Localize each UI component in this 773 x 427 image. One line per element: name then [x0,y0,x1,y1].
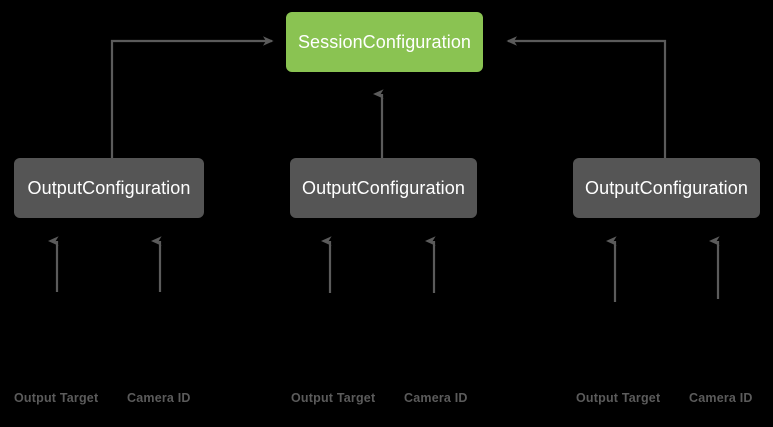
leaf-label-camera-id-right: Camera ID [689,391,753,405]
leaf-label-camera-id-left: Camera ID [127,391,191,405]
node-output-configuration-left-label: OutputConfiguration [27,177,191,198]
node-session-configuration[interactable]: SessionConfiguration [286,12,483,72]
node-output-configuration-right[interactable]: OutputConfiguration [573,158,760,218]
edge-right-output-to-session [506,36,667,158]
leaf-label-camera-id-middle: Camera ID [404,391,468,405]
node-output-configuration-right-label: OutputConfiguration [584,177,748,198]
node-output-configuration-middle-label: OutputConfiguration [301,177,465,198]
node-output-configuration-left[interactable]: OutputConfiguration [14,158,204,218]
edge-left-output-to-session [110,36,274,158]
leaf-label-output-target-left: Output Target [14,391,99,405]
node-output-configuration-middle[interactable]: OutputConfiguration [290,158,477,218]
leaf-label-output-target-middle: Output Target [291,391,376,405]
leaf-label-output-target-right: Output Target [576,391,661,405]
node-session-configuration-label: SessionConfiguration [297,31,472,52]
